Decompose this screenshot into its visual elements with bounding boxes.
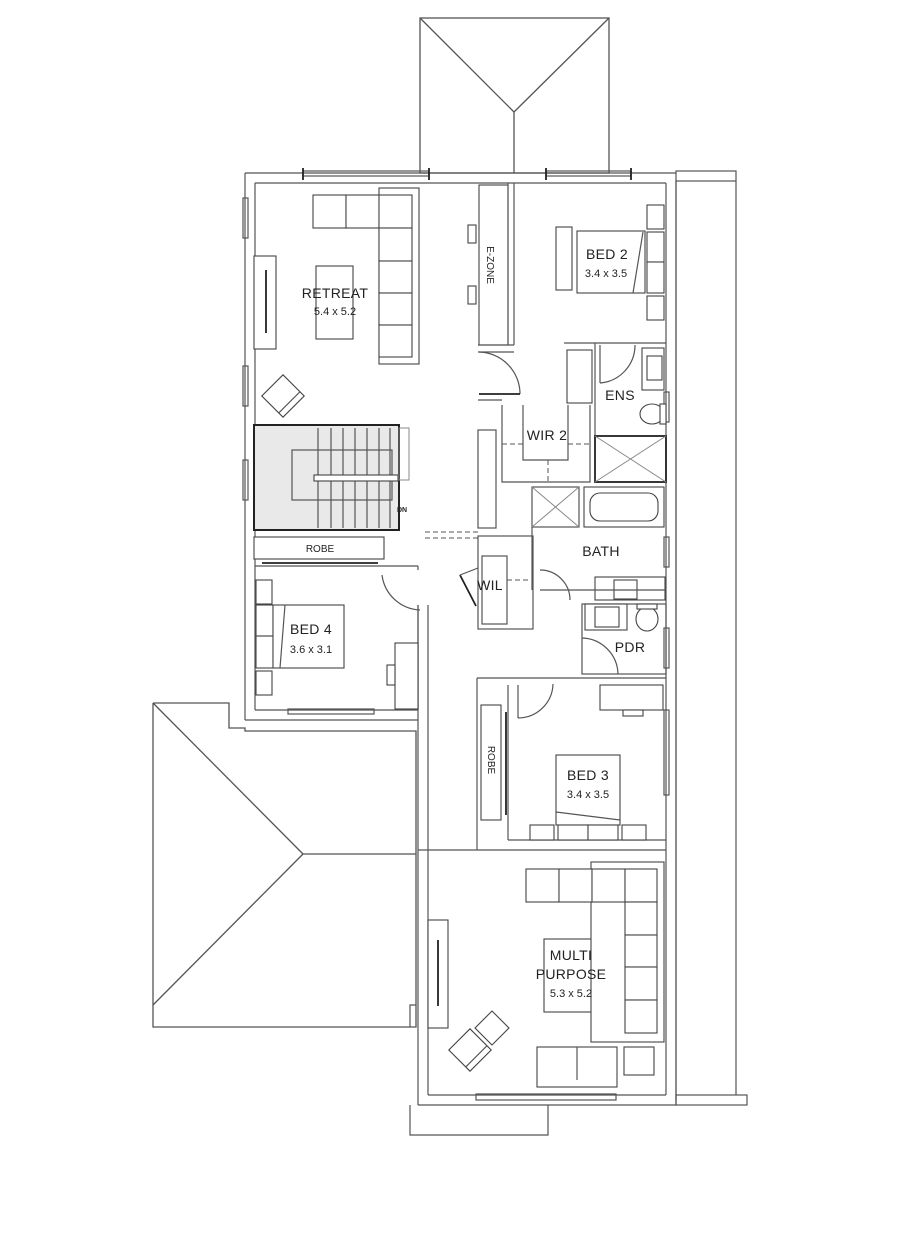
label-robe-bed3: ROBE	[485, 746, 496, 775]
room-bath	[531, 486, 666, 601]
window-bed4-bottom	[287, 708, 375, 715]
label-bed2: BED 2	[586, 246, 628, 262]
room-retreat	[253, 187, 420, 418]
window-stair	[242, 459, 249, 501]
dims-bed4: 3.6 x 3.1	[290, 644, 332, 656]
window-retreat-left-1	[242, 197, 249, 239]
label-multi-line2: PURPOSE	[536, 966, 607, 982]
label-stair-down: DN	[397, 507, 407, 514]
room-ens	[594, 343, 667, 483]
room-bed2	[555, 204, 665, 321]
label-bed3: BED 3	[567, 767, 609, 783]
label-ens: ENS	[605, 387, 635, 403]
label-bath: BATH	[582, 543, 620, 559]
window-multi-bottom	[475, 1093, 617, 1101]
window-bed2-top	[545, 168, 632, 180]
room-bed3	[418, 677, 666, 851]
roof-top	[419, 17, 610, 174]
label-pdr: PDR	[615, 639, 645, 655]
label-multi-line1: MULTI	[550, 947, 592, 963]
window-retreat-top	[302, 168, 430, 180]
dims-bed3: 3.4 x 3.5	[567, 789, 609, 801]
label-wir2: WIR 2	[527, 427, 567, 443]
side-eave	[675, 170, 748, 1106]
roof-left	[152, 702, 417, 1028]
room-multi-purpose	[427, 861, 665, 1088]
label-robe-bed4: ROBE	[306, 544, 335, 555]
room-wil	[459, 535, 534, 630]
staircase	[253, 424, 478, 539]
dims-bed2: 3.4 x 3.5	[585, 268, 627, 280]
dims-multi: 5.3 x 5.2	[550, 988, 592, 1000]
room-pdr	[581, 603, 667, 675]
window-retreat-left-2	[242, 365, 249, 407]
room-bed4	[253, 536, 421, 710]
label-retreat: RETREAT	[302, 285, 369, 301]
label-wil: WIL	[477, 577, 503, 593]
label-ezone: E-ZONE	[484, 246, 495, 284]
room-labels: RETREAT 5.4 x 5.2 BED 2 3.4 x 3.5 ENS WI…	[290, 246, 645, 1000]
e-zone-desk	[467, 184, 509, 346]
room-wir2	[478, 349, 593, 483]
label-bed4: BED 4	[290, 621, 332, 637]
dims-retreat: 5.4 x 5.2	[314, 306, 356, 318]
